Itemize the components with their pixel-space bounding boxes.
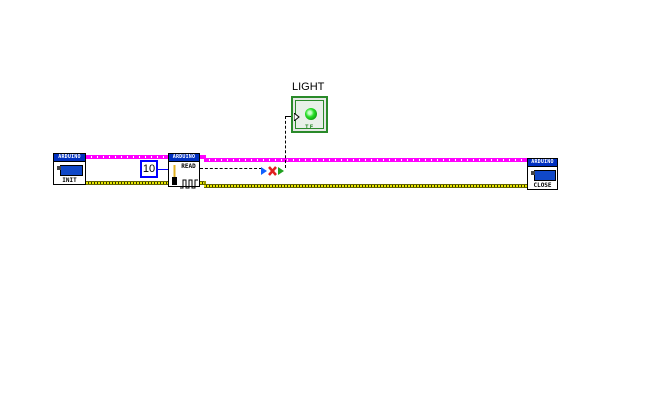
broken-wire-icon xyxy=(261,166,284,176)
numeric-wire[interactable] xyxy=(158,169,168,170)
read-banner: ARDUINO xyxy=(169,154,199,162)
light-indicator-label: LIGHT xyxy=(292,81,325,93)
connector-icon xyxy=(57,166,61,170)
error-wire-init-read[interactable] xyxy=(86,181,168,185)
read-label: READ xyxy=(181,163,196,170)
resource-wire-read-close-a[interactable] xyxy=(200,155,206,159)
error-wire-read-close-c[interactable] xyxy=(204,184,527,188)
boolean-type-label: TF xyxy=(305,124,315,131)
init-banner: ARDUINO xyxy=(54,154,85,162)
boolean-wire-vertical[interactable] xyxy=(285,116,286,168)
boolean-wire-to-light[interactable] xyxy=(285,116,291,117)
arduino-close-node[interactable]: ARDUINO CLOSE xyxy=(527,158,558,190)
close-banner: ARDUINO xyxy=(528,159,557,167)
digital-probe-icon xyxy=(172,165,177,185)
broken-wire-marker[interactable] xyxy=(260,162,288,176)
resource-wire-init-read[interactable] xyxy=(86,155,168,159)
square-wave-icon xyxy=(180,174,198,189)
resource-wire-read-close-c[interactable] xyxy=(204,158,527,162)
numeric-constant[interactable]: 10 xyxy=(140,160,158,178)
arduino-board-icon xyxy=(534,170,556,181)
arduino-init-node[interactable]: ARDUINO INIT xyxy=(53,153,86,185)
close-label: CLOSE xyxy=(533,182,552,189)
connector-icon xyxy=(531,171,535,175)
pulse-icon xyxy=(180,179,198,189)
input-terminal-icon xyxy=(294,113,300,121)
boolean-wire-read-out[interactable] xyxy=(200,168,262,169)
arduino-board-icon xyxy=(60,165,83,176)
green-led-icon xyxy=(305,108,317,120)
arduino-read-node[interactable]: ARDUINO READ xyxy=(168,153,200,189)
light-indicator[interactable]: TF xyxy=(291,96,328,133)
probe-icon xyxy=(172,165,177,185)
init-label: INIT xyxy=(62,177,77,184)
error-wire-read-close-a[interactable] xyxy=(200,181,206,185)
